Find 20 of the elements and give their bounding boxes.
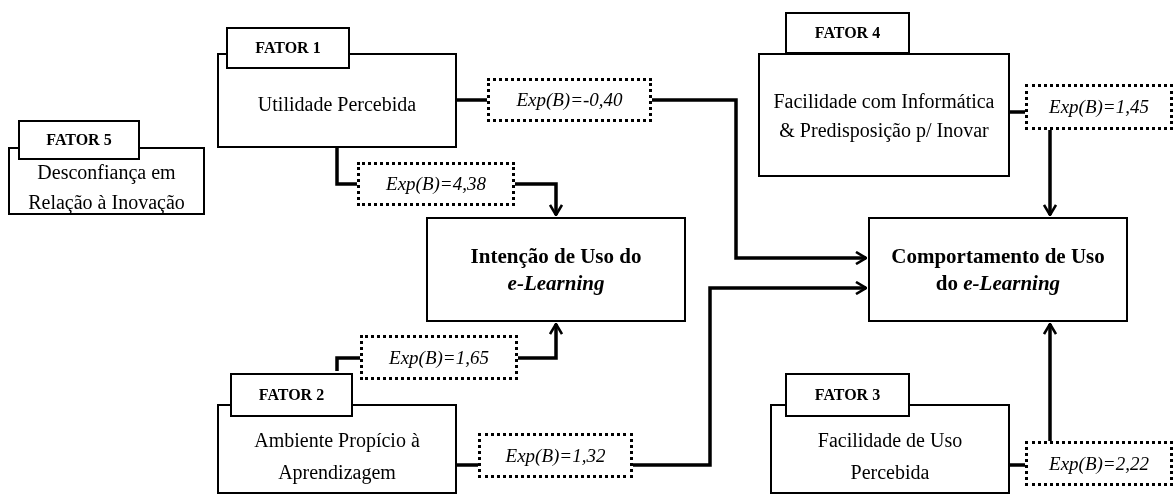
- factor-tab-label: FATOR 4: [785, 12, 910, 54]
- edge-label: Exp(B)=1,65: [360, 335, 518, 380]
- factor-name: Facilidade com Informática & Predisposição p/ Inovar: [772, 89, 996, 144]
- outcome-name: Intenção de Uso do e-Learning: [469, 242, 643, 297]
- factor-name: Utilidade Percebida: [256, 91, 418, 117]
- factor-name: Desconfiança em Relação à Inovação: [27, 160, 186, 215]
- edge-label: Exp(B)=1,32: [478, 433, 633, 478]
- factor-tab-label: FATOR 3: [785, 373, 910, 417]
- outcome-box: [426, 217, 686, 322]
- edge-label: Exp(B)=1,45: [1025, 84, 1173, 130]
- edge-label: Exp(B)=4,38: [357, 162, 515, 206]
- edge-label: Exp(B)=2,22: [1025, 441, 1173, 486]
- factor-tab-label: FATOR 1: [226, 27, 350, 69]
- factor-tab-label: FATOR 2: [230, 373, 353, 417]
- factor-tab-label: FATOR 5: [18, 120, 140, 160]
- edge-label: Exp(B)=-0,40: [487, 78, 652, 122]
- factor-name: Facilidade de Uso Percebida: [816, 428, 964, 485]
- outcome-box: [868, 217, 1128, 322]
- outcome-name: Comportamento de Uso do e-Learning: [890, 242, 1106, 297]
- factor-name: Ambiente Propício à Aprendizagem: [253, 428, 421, 486]
